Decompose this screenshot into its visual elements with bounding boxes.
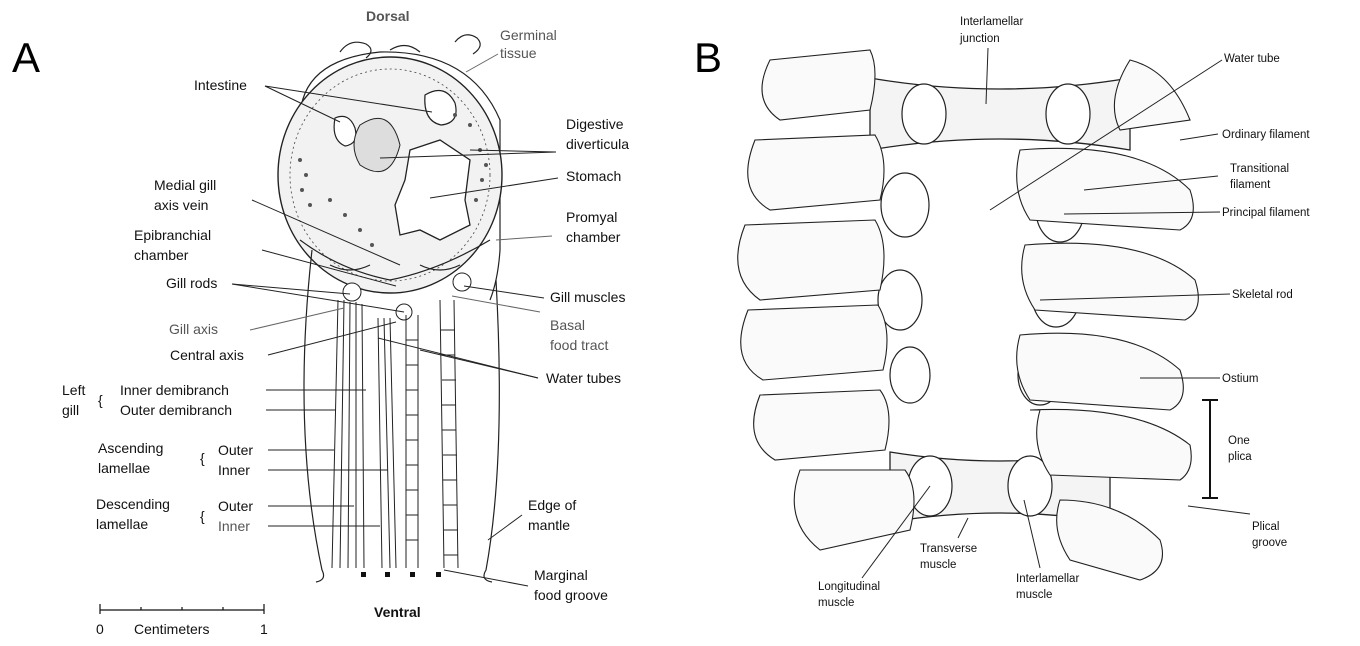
label-epibranchial-chamber-2: chamber	[134, 247, 189, 263]
panel-a-letter: A	[12, 34, 40, 81]
label-digestive-diverticula-2: diverticula	[566, 136, 629, 152]
label-transitional-filament-1: Transitional	[1230, 163, 1289, 175]
gill-muscle-node	[453, 273, 471, 291]
panel-b: B	[694, 16, 1310, 609]
label-medial-gill-axis-vein-2: axis vein	[154, 197, 208, 213]
label-intestine: Intestine	[194, 77, 247, 93]
label-stomach: Stomach	[566, 168, 621, 184]
mantle-edge-left	[304, 250, 324, 582]
label-ascending-outer: Outer	[218, 442, 253, 458]
label-water-tube: Water tube	[1224, 53, 1280, 65]
label-marginal-food-groove-1: Marginal	[534, 567, 588, 583]
label-interlamellar-muscle-1: Interlamellar	[1016, 573, 1079, 585]
label-descending-lamellae-2: lamellae	[96, 516, 148, 532]
label-medial-gill-axis-vein-1: Medial gill	[154, 177, 216, 193]
label-transitional-filament-2: filament	[1230, 179, 1271, 191]
label-basal-food-tract-1: Basal	[550, 317, 585, 333]
left-gill-brace: {	[98, 392, 103, 408]
panel-b-drawing	[738, 50, 1218, 580]
gill-rod-left	[343, 283, 361, 301]
label-promyal-chamber-2: chamber	[566, 229, 621, 245]
label-longitudinal-muscle-1: Longitudinal	[818, 581, 880, 593]
label-ascending-lamellae-1: Ascending	[98, 440, 163, 456]
panel-a: A	[12, 8, 629, 637]
panel-a-drawing	[278, 35, 502, 582]
label-inner-demibranch: Inner demibranch	[120, 382, 229, 398]
label-outer-demibranch: Outer demibranch	[120, 402, 232, 418]
label-interlamellar-muscle-2: muscle	[1016, 589, 1052, 601]
label-promyal-chamber-1: Promyal	[566, 209, 617, 225]
label-interlamellar-junction-1: Interlamellar	[960, 16, 1023, 28]
label-ascending-lamellae-2: lamellae	[98, 460, 150, 476]
ascending-brace: {	[200, 450, 205, 466]
label-digestive-diverticula-1: Digestive	[566, 116, 624, 132]
label-skeletal-rod: Skeletal rod	[1232, 289, 1293, 301]
label-plical-groove-1: Plical	[1252, 521, 1279, 533]
dorsal-mantle-edge	[340, 42, 420, 58]
panel-b-letter: B	[694, 34, 722, 81]
label-basal-food-tract-2: food tract	[550, 337, 608, 353]
label-water-tubes: Water tubes	[546, 370, 621, 386]
label-central-axis: Central axis	[170, 347, 244, 363]
label-plical-groove-2: groove	[1252, 537, 1287, 549]
one-plica-bracket	[1202, 400, 1218, 498]
scale-bar-end: 1	[260, 621, 268, 637]
label-gill-muscles: Gill muscles	[550, 289, 625, 305]
label-ostium: Ostium	[1222, 373, 1258, 385]
label-germinal-tissue-2: tissue	[500, 45, 537, 61]
label-left-gill-2: gill	[62, 402, 79, 418]
water-tube-ladders	[406, 300, 458, 568]
label-germinal-tissue-1: Germinal	[500, 27, 557, 43]
label-ascending-inner: Inner	[218, 462, 250, 478]
marginal-food-groove-dots	[361, 572, 441, 577]
label-marginal-food-groove-2: food groove	[534, 587, 608, 603]
label-interlamellar-junction-2: junction	[959, 33, 1000, 45]
label-epibranchial-chamber-1: Epibranchial	[134, 227, 211, 243]
label-transverse-muscle-1: Transverse	[920, 543, 977, 555]
scale-bar-start: 0	[96, 621, 104, 637]
scale-bar: 0 Centimeters 1	[96, 604, 268, 637]
label-left-gill-1: Left	[62, 382, 85, 398]
label-edge-of-mantle-1: Edge of	[528, 497, 576, 513]
label-descending-inner: Inner	[218, 518, 250, 534]
label-descending-lamellae-1: Descending	[96, 496, 170, 512]
scale-bar-line	[100, 604, 264, 614]
label-longitudinal-muscle-2: muscle	[818, 597, 854, 609]
dorsal-label: Dorsal	[366, 8, 410, 24]
descending-brace: {	[200, 508, 205, 524]
germinal-curl	[455, 35, 480, 54]
label-edge-of-mantle-2: mantle	[528, 517, 570, 533]
label-descending-outer: Outer	[218, 498, 253, 514]
label-gill-axis: Gill axis	[169, 321, 218, 337]
label-one-plica-2: plica	[1228, 451, 1252, 463]
label-one-plica-1: One	[1228, 435, 1250, 447]
label-transverse-muscle-2: muscle	[920, 559, 956, 571]
scale-bar-unit: Centimeters	[134, 621, 209, 637]
label-ordinary-filament: Ordinary filament	[1222, 129, 1310, 141]
ventral-label: Ventral	[374, 604, 421, 620]
label-principal-filament: Principal filament	[1222, 207, 1310, 219]
label-gill-rods: Gill rods	[166, 275, 217, 291]
